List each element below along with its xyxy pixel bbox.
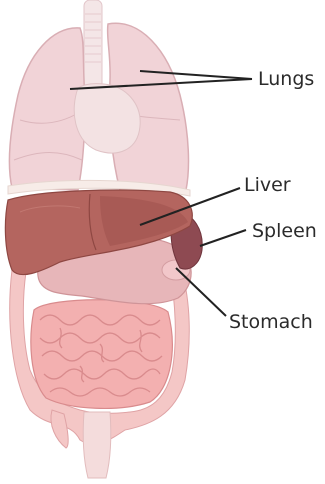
lungs-label: Lungs [258,70,314,89]
spleen-leader [200,230,246,246]
stomach-label: Stomach [229,313,313,332]
spleen-label: Spleen [252,222,317,241]
trachea [84,0,102,90]
small-intestine [31,300,172,409]
rectum [83,412,111,478]
left-lung [10,28,85,190]
liver-label: Liver [244,176,291,195]
